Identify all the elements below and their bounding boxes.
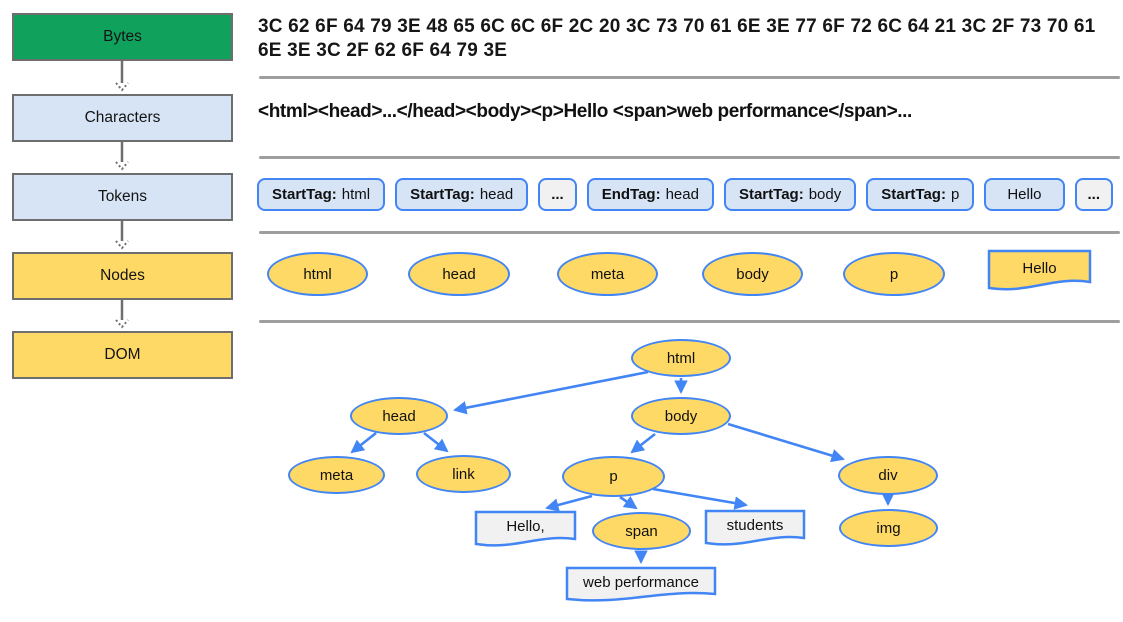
dom-textnode-hello: Hello, [474, 510, 577, 551]
document-shape [565, 566, 717, 602]
node-html-sample: html [267, 252, 368, 296]
dom-node-div: div [838, 456, 938, 495]
stage-bytes-label: Bytes [103, 28, 142, 45]
node-body-sample: body [702, 252, 803, 296]
dom-node-img: img [839, 509, 938, 547]
node-head-sample: head [408, 252, 510, 296]
token-text-hello: Hello [984, 178, 1065, 211]
divider-nodes-dom [259, 320, 1120, 323]
dom-node-body: body [631, 397, 731, 435]
node-meta-sample: meta [557, 252, 658, 296]
bytes-hex-line-2: 6E 3E 3C 2F 62 6F 64 79 3E [258, 40, 508, 61]
characters-text: <html><head>...</head><body><p>Hello <sp… [258, 101, 912, 122]
stage-nodes-label: Nodes [100, 267, 145, 284]
divider-bytes-characters [259, 76, 1120, 79]
node-p-sample: p [843, 252, 945, 296]
token-starttag-body: StartTag:body [723, 178, 857, 211]
token-endtag-head: EndTag:head [586, 178, 714, 211]
divider-characters-tokens [259, 156, 1120, 159]
stage-dom: DOM [12, 331, 233, 379]
dom-textnode-webperformance: web performance [565, 566, 717, 606]
token-ellipsis-1: ... [538, 178, 577, 211]
document-shape [474, 510, 577, 547]
document-shape [987, 249, 1092, 291]
dom-node-head: head [350, 397, 448, 435]
dom-node-link: link [416, 455, 511, 493]
stage-tokens-label: Tokens [97, 188, 148, 205]
stage-dom-label: DOM [104, 346, 141, 363]
token-starttag-p: StartTag:p [866, 178, 975, 211]
tokens-row: StartTag:html StartTag:head ... EndTag:h… [257, 178, 1114, 211]
stage-characters-label: Characters [84, 109, 161, 126]
stage-characters: Characters [12, 94, 233, 142]
stage-bytes: Bytes [12, 13, 233, 61]
dom-node-meta: meta [288, 456, 385, 494]
token-starttag-head: StartTag:head [395, 178, 529, 211]
dom-node-p: p [562, 456, 665, 497]
node-text-hello-sample: Hello [987, 249, 1092, 295]
stage-tokens: Tokens [12, 173, 233, 221]
bytes-hex-line-1: 3C 62 6F 64 79 3E 48 65 6C 6C 6F 2C 20 3… [258, 16, 1096, 37]
dom-node-span: span [592, 512, 691, 550]
token-ellipsis-2: ... [1074, 178, 1114, 211]
token-starttag-html: StartTag:html [257, 178, 386, 211]
stage-nodes: Nodes [12, 252, 233, 300]
document-shape [704, 509, 806, 546]
divider-tokens-nodes [259, 231, 1120, 234]
dom-textnode-students: students [704, 509, 806, 550]
dom-node-html: html [631, 339, 731, 377]
